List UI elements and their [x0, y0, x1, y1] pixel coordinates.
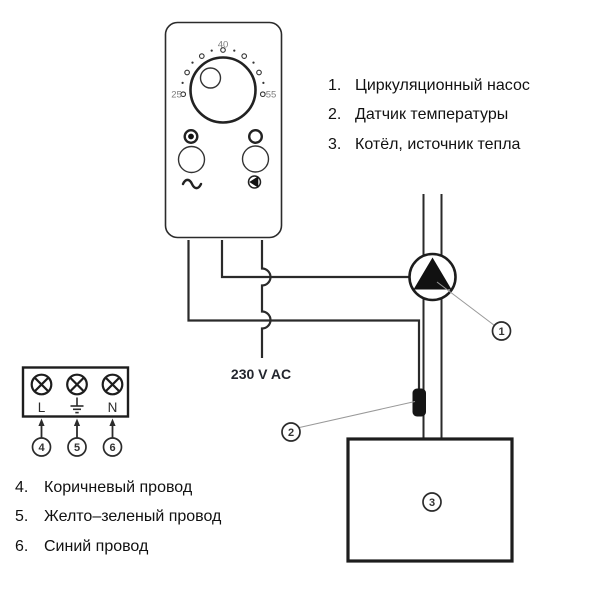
legend-num: 5.	[15, 508, 29, 526]
sensor-wire	[187, 240, 421, 389]
pump-wire	[220, 240, 410, 279]
screw-terminal-ground	[66, 373, 88, 396]
legend-label: Синий провод	[44, 537, 149, 555]
dial-label-25: 25	[171, 90, 182, 101]
dial-label-40: 40	[218, 40, 229, 51]
legend-item-brown-wire: 4. Коричневый провод	[15, 473, 221, 503]
terminal-label-live: L	[38, 400, 46, 415]
legend-num: 2.	[328, 106, 342, 124]
legend-num: 6.	[15, 537, 29, 555]
dial-position-indicator	[199, 67, 222, 89]
legend-num: 3.	[328, 135, 342, 153]
wire-legend: 4. Коричневый провод 5. Желто–зеленый пр…	[15, 473, 221, 562]
power-led	[183, 128, 199, 144]
circulation-pump-symbol	[408, 252, 457, 302]
svg-text:4: 4	[38, 442, 45, 454]
heating-pipe	[422, 194, 443, 440]
pump-callout-leader	[436, 281, 495, 326]
terminal-label-neutral: N	[108, 400, 118, 415]
legend-num: 1.	[328, 76, 342, 94]
callout-sensor: 2	[281, 422, 301, 442]
screw-terminal-L	[30, 373, 53, 396]
sensor-callout-leader	[299, 401, 416, 428]
callout-live-wire: 4	[31, 437, 52, 457]
svg-text:2: 2	[288, 427, 294, 439]
legend-label: Желто–зеленый провод	[44, 508, 222, 526]
component-legend: 1. Циркуляционный насос 2. Датчик темпер…	[328, 71, 530, 160]
dial-tick-marks	[180, 47, 266, 98]
legend-num: 4.	[15, 478, 29, 496]
callout-boiler: 3	[422, 492, 442, 512]
legend-label: Циркуляционный насос	[355, 76, 530, 94]
temperature-sensor	[412, 388, 426, 417]
thermostat-body	[164, 21, 283, 239]
power-button[interactable]	[177, 145, 206, 174]
svg-text:3: 3	[429, 497, 435, 509]
pump-triangle-icon	[413, 257, 452, 290]
legend-item-pump: 1. Циркуляционный насос	[328, 71, 530, 101]
legend-item-sensor: 2. Датчик температуры	[328, 101, 530, 131]
terminal-block: L N	[21, 366, 130, 418]
dial-label-55: 55	[266, 90, 277, 101]
svg-text:1: 1	[498, 326, 504, 338]
terminal-arrows	[38, 418, 116, 438]
legend-label: Коричневый провод	[44, 478, 193, 496]
svg-text:5: 5	[74, 442, 80, 454]
pump-led	[247, 128, 263, 144]
screw-terminal-N	[101, 373, 124, 396]
mains-supply-wire	[260, 240, 272, 358]
temperature-dial-knob[interactable]	[189, 56, 257, 124]
ground-icon	[70, 397, 84, 414]
svg-text:6: 6	[109, 442, 115, 454]
thermostat-panel: 40 25 55	[164, 21, 283, 239]
legend-item-boiler: 3. Котёл, источник тепла	[328, 130, 530, 160]
callout-pump: 1	[491, 321, 512, 341]
callout-neutral-wire: 6	[102, 437, 123, 457]
callout-ground-wire: 5	[67, 437, 87, 457]
pump-button[interactable]	[241, 145, 270, 173]
mains-wave-icon	[181, 178, 203, 190]
legend-label: Датчик температуры	[355, 106, 509, 124]
legend-label: Котёл, источник тепла	[355, 135, 521, 153]
legend-item-yellowgreen-wire: 5. Желто–зеленый провод	[15, 503, 221, 533]
voltage-label: 230 V AC	[231, 366, 291, 382]
pump-mode-icon	[247, 175, 262, 189]
dial-dot-marks	[181, 49, 265, 84]
legend-item-blue-wire: 6. Синий провод	[15, 532, 221, 562]
